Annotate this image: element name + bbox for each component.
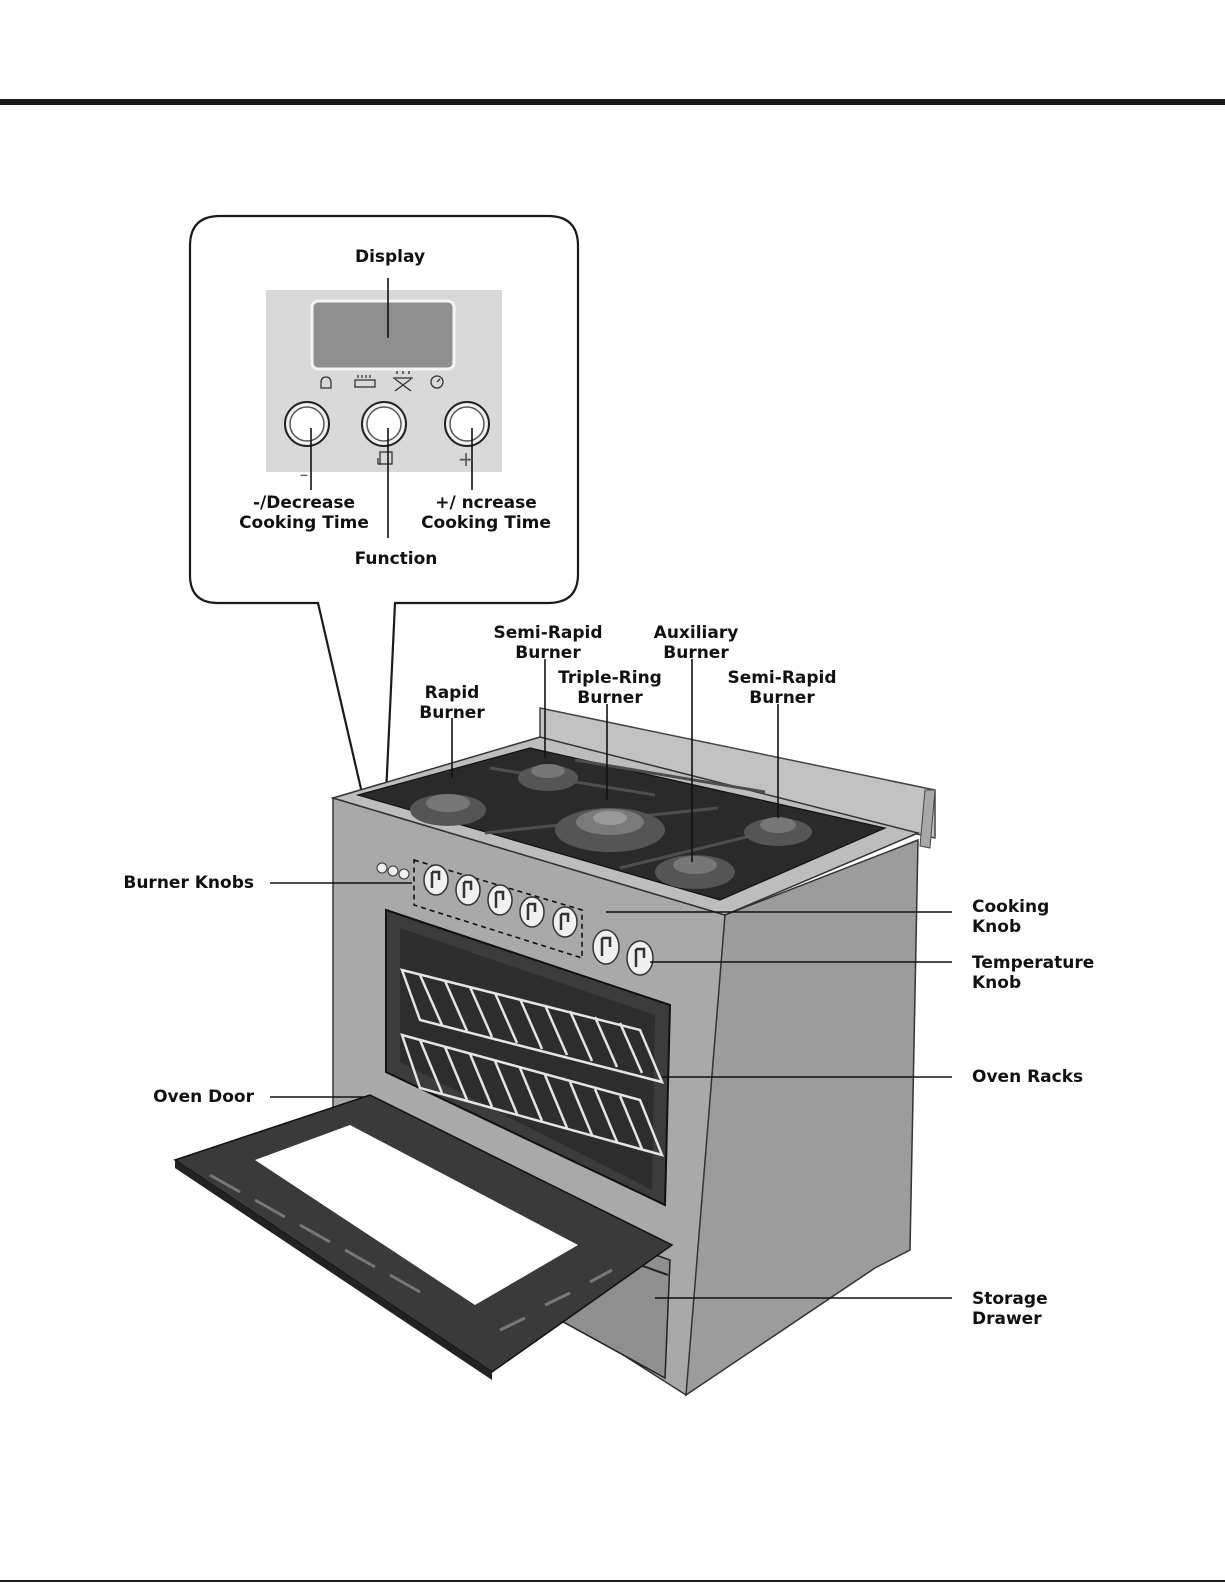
triple-ring-burner: [555, 808, 665, 852]
label-oven-racks: Oven Racks: [972, 1067, 1083, 1087]
label-function: Function: [355, 549, 438, 569]
label-oven-door: Oven Door: [153, 1087, 254, 1107]
function-button[interactable]: [362, 402, 406, 446]
range-cooker: [175, 708, 935, 1395]
panel-mini-button[interactable]: [388, 866, 398, 876]
increase-button[interactable]: [445, 402, 489, 446]
symbol-minus: –: [300, 465, 309, 485]
label-burner-knobs: Burner Knobs: [123, 873, 254, 893]
cooking-knob[interactable]: [593, 930, 619, 964]
burner-knob[interactable]: [424, 865, 448, 895]
panel-mini-button[interactable]: [377, 863, 387, 873]
label-display: Display: [355, 247, 425, 267]
burner-knob[interactable]: [520, 897, 544, 927]
burner-knob[interactable]: [488, 885, 512, 915]
symbol-plus: +: [458, 449, 475, 471]
auxiliary-burner: [655, 855, 735, 889]
burner-knob[interactable]: [553, 907, 577, 937]
burner-knob[interactable]: [456, 875, 480, 905]
footer-rule: [0, 1580, 1225, 1582]
panel-mini-button[interactable]: [399, 869, 409, 879]
display-screen: [312, 301, 454, 369]
decrease-button[interactable]: [285, 402, 329, 446]
temperature-knob[interactable]: [627, 941, 653, 975]
header-rule: [0, 99, 1225, 105]
rapid-burner: [410, 794, 486, 826]
